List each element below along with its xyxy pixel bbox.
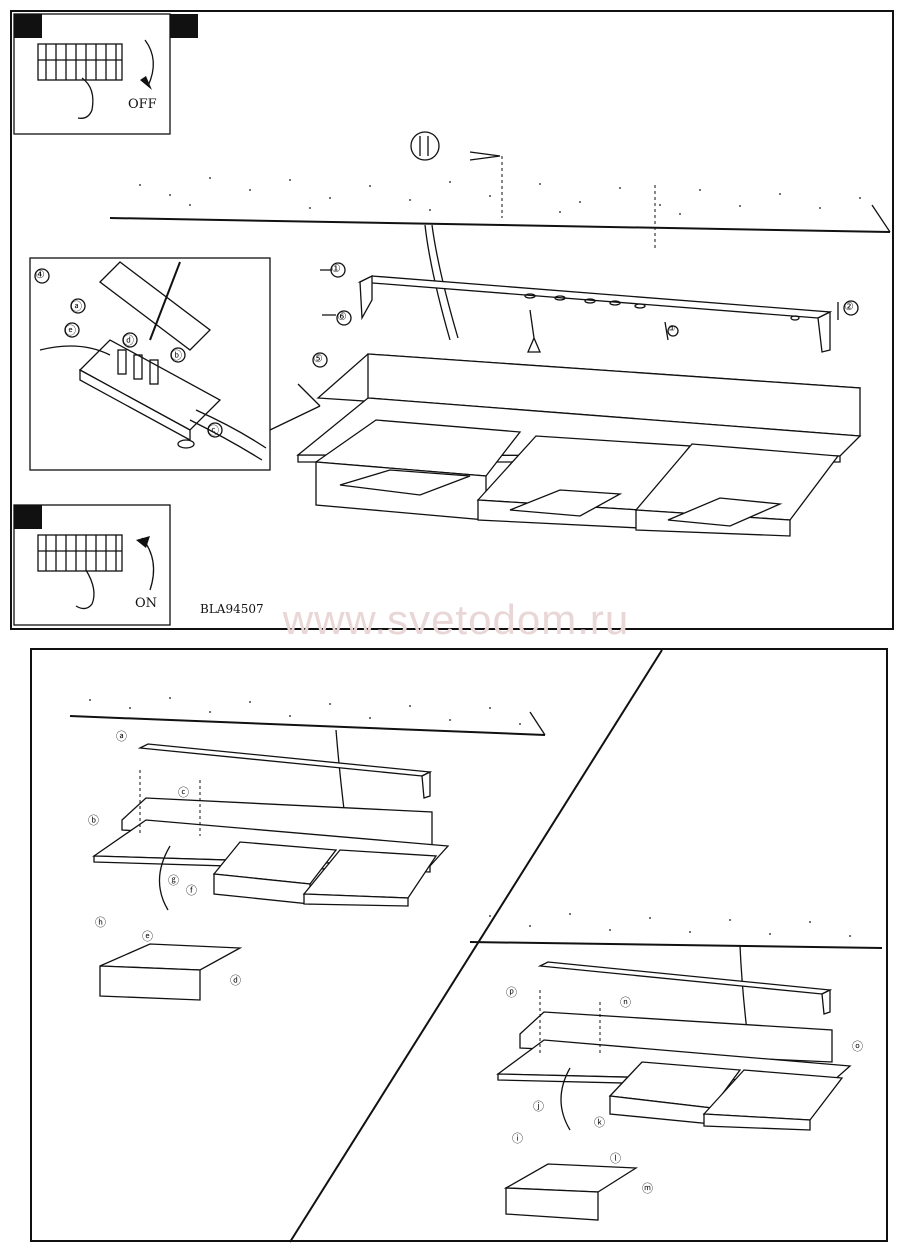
model-code: BLA94507 (200, 602, 264, 616)
bottom-step-c: ⓒ (178, 786, 189, 799)
step-marker-1: ① (331, 262, 341, 275)
step-marker-2: ② (844, 300, 854, 313)
switch-on-box (13, 504, 171, 626)
step-corner-square (14, 505, 42, 529)
ceiling-bottom-left (69, 697, 546, 736)
bottom-step-d: ⓓ (230, 974, 241, 987)
bottom-step-o: ⓞ (852, 1040, 863, 1053)
mounting-bracket (357, 274, 833, 353)
bottom-step-a: ⓐ (116, 730, 127, 743)
detail-step-d: ⓓ (123, 334, 134, 347)
screw-icon (664, 321, 669, 341)
power-cable (424, 224, 451, 341)
switch-off-box (13, 13, 171, 135)
bottom-step-h: ⓗ (95, 916, 106, 929)
bottom-step-k: ⓚ (594, 1116, 605, 1129)
detail-step-e: ⓔ (65, 324, 76, 337)
bottom-step-i: ⓘ (512, 1132, 523, 1145)
step-marker-5: ⑤ (313, 352, 323, 365)
step-corner-square (170, 14, 198, 38)
bottom-step-j: ⓙ (533, 1100, 544, 1113)
switch-on-label: ON (135, 596, 158, 611)
step-marker-6: ⑥ (337, 310, 347, 323)
switch-off-label: OFF (128, 97, 157, 112)
step-marker-3: ③ (668, 324, 676, 333)
wall-plug-icon (527, 309, 541, 353)
detail-step-b: ⓑ (171, 349, 182, 362)
bottom-step-m: ⓜ (642, 1182, 653, 1195)
step-corner-square (14, 14, 42, 38)
terminal-detail-box (29, 257, 321, 471)
ceiling-light-fixture (296, 353, 862, 537)
detail-step-c: ⓒ (208, 424, 219, 437)
detail-step-a: ⓐ (71, 300, 82, 313)
bottom-step-p: ⓟ (506, 986, 517, 999)
bottom-step-b: ⓑ (88, 814, 99, 827)
detail-marker: ④ (35, 268, 45, 281)
fixture-bottom-right (496, 961, 852, 1221)
panel-divider (289, 649, 663, 1243)
bottom-step-g: ⓖ (168, 874, 179, 887)
ceiling-bottom-right (469, 913, 883, 949)
fixture-bottom-left (92, 743, 450, 1001)
watermark-text: www.svetodom.ru (282, 596, 630, 643)
step-markers-top (34, 262, 859, 438)
ceiling-top (109, 131, 891, 248)
bottom-step-e: ⓔ (142, 930, 153, 943)
bottom-step-f: ⓕ (186, 884, 197, 897)
bottom-step-l: ⓛ (610, 1152, 621, 1165)
bottom-step-n: ⓝ (620, 996, 631, 1009)
